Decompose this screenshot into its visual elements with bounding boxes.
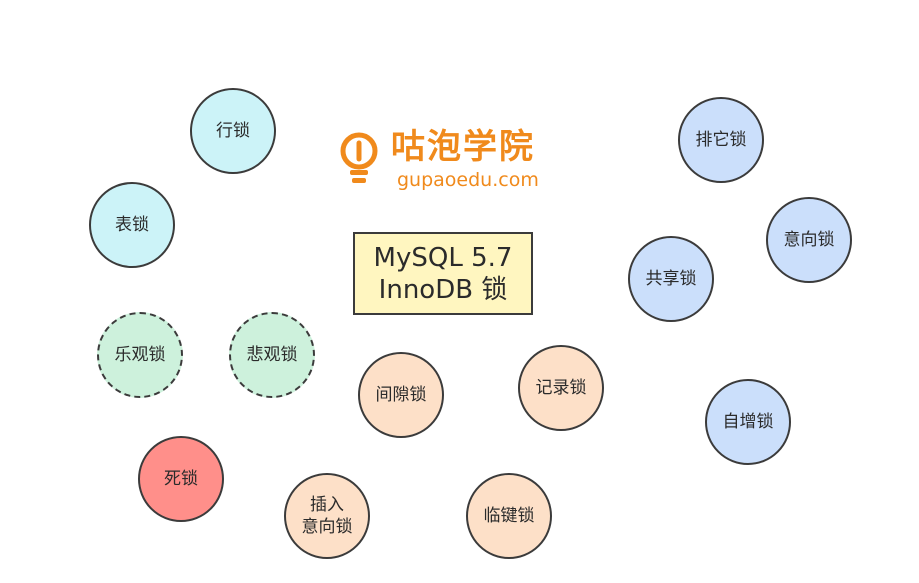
center-title-line2: InnoDB 锁 (378, 274, 508, 305)
record-lock-node: 记录锁 (518, 345, 604, 431)
table-lock-node: 表锁 (89, 182, 175, 268)
insert-intention-lock-node: 插入 意向锁 (284, 473, 370, 559)
watermark (22, 320, 79, 389)
next-key-lock-node: 临键锁 (466, 473, 552, 559)
center-title-box: MySQL 5.7 InnoDB 锁 (353, 232, 533, 315)
pessimistic-lock-node: 悲观锁 (229, 312, 315, 398)
gupao-logo: 咕泡学院 gupaoedu.com (339, 125, 569, 195)
auto-inc-lock-node: 自增锁 (705, 379, 791, 465)
exclusive-lock-node: 排它锁 (678, 97, 764, 183)
intention-lock-node: 意向锁 (766, 197, 852, 283)
center-title-line1: MySQL 5.7 (373, 242, 513, 273)
lightbulb-icon (340, 132, 378, 183)
deadlock-node: 死锁 (138, 436, 224, 522)
shared-lock-node: 共享锁 (628, 236, 714, 322)
gap-lock-node: 间隙锁 (358, 352, 444, 438)
optimistic-lock-node: 乐观锁 (97, 312, 183, 398)
logo-name: 咕泡学院 (391, 127, 535, 167)
row-lock-node: 行锁 (190, 88, 276, 174)
logo-url: gupaoedu.com (397, 169, 539, 191)
